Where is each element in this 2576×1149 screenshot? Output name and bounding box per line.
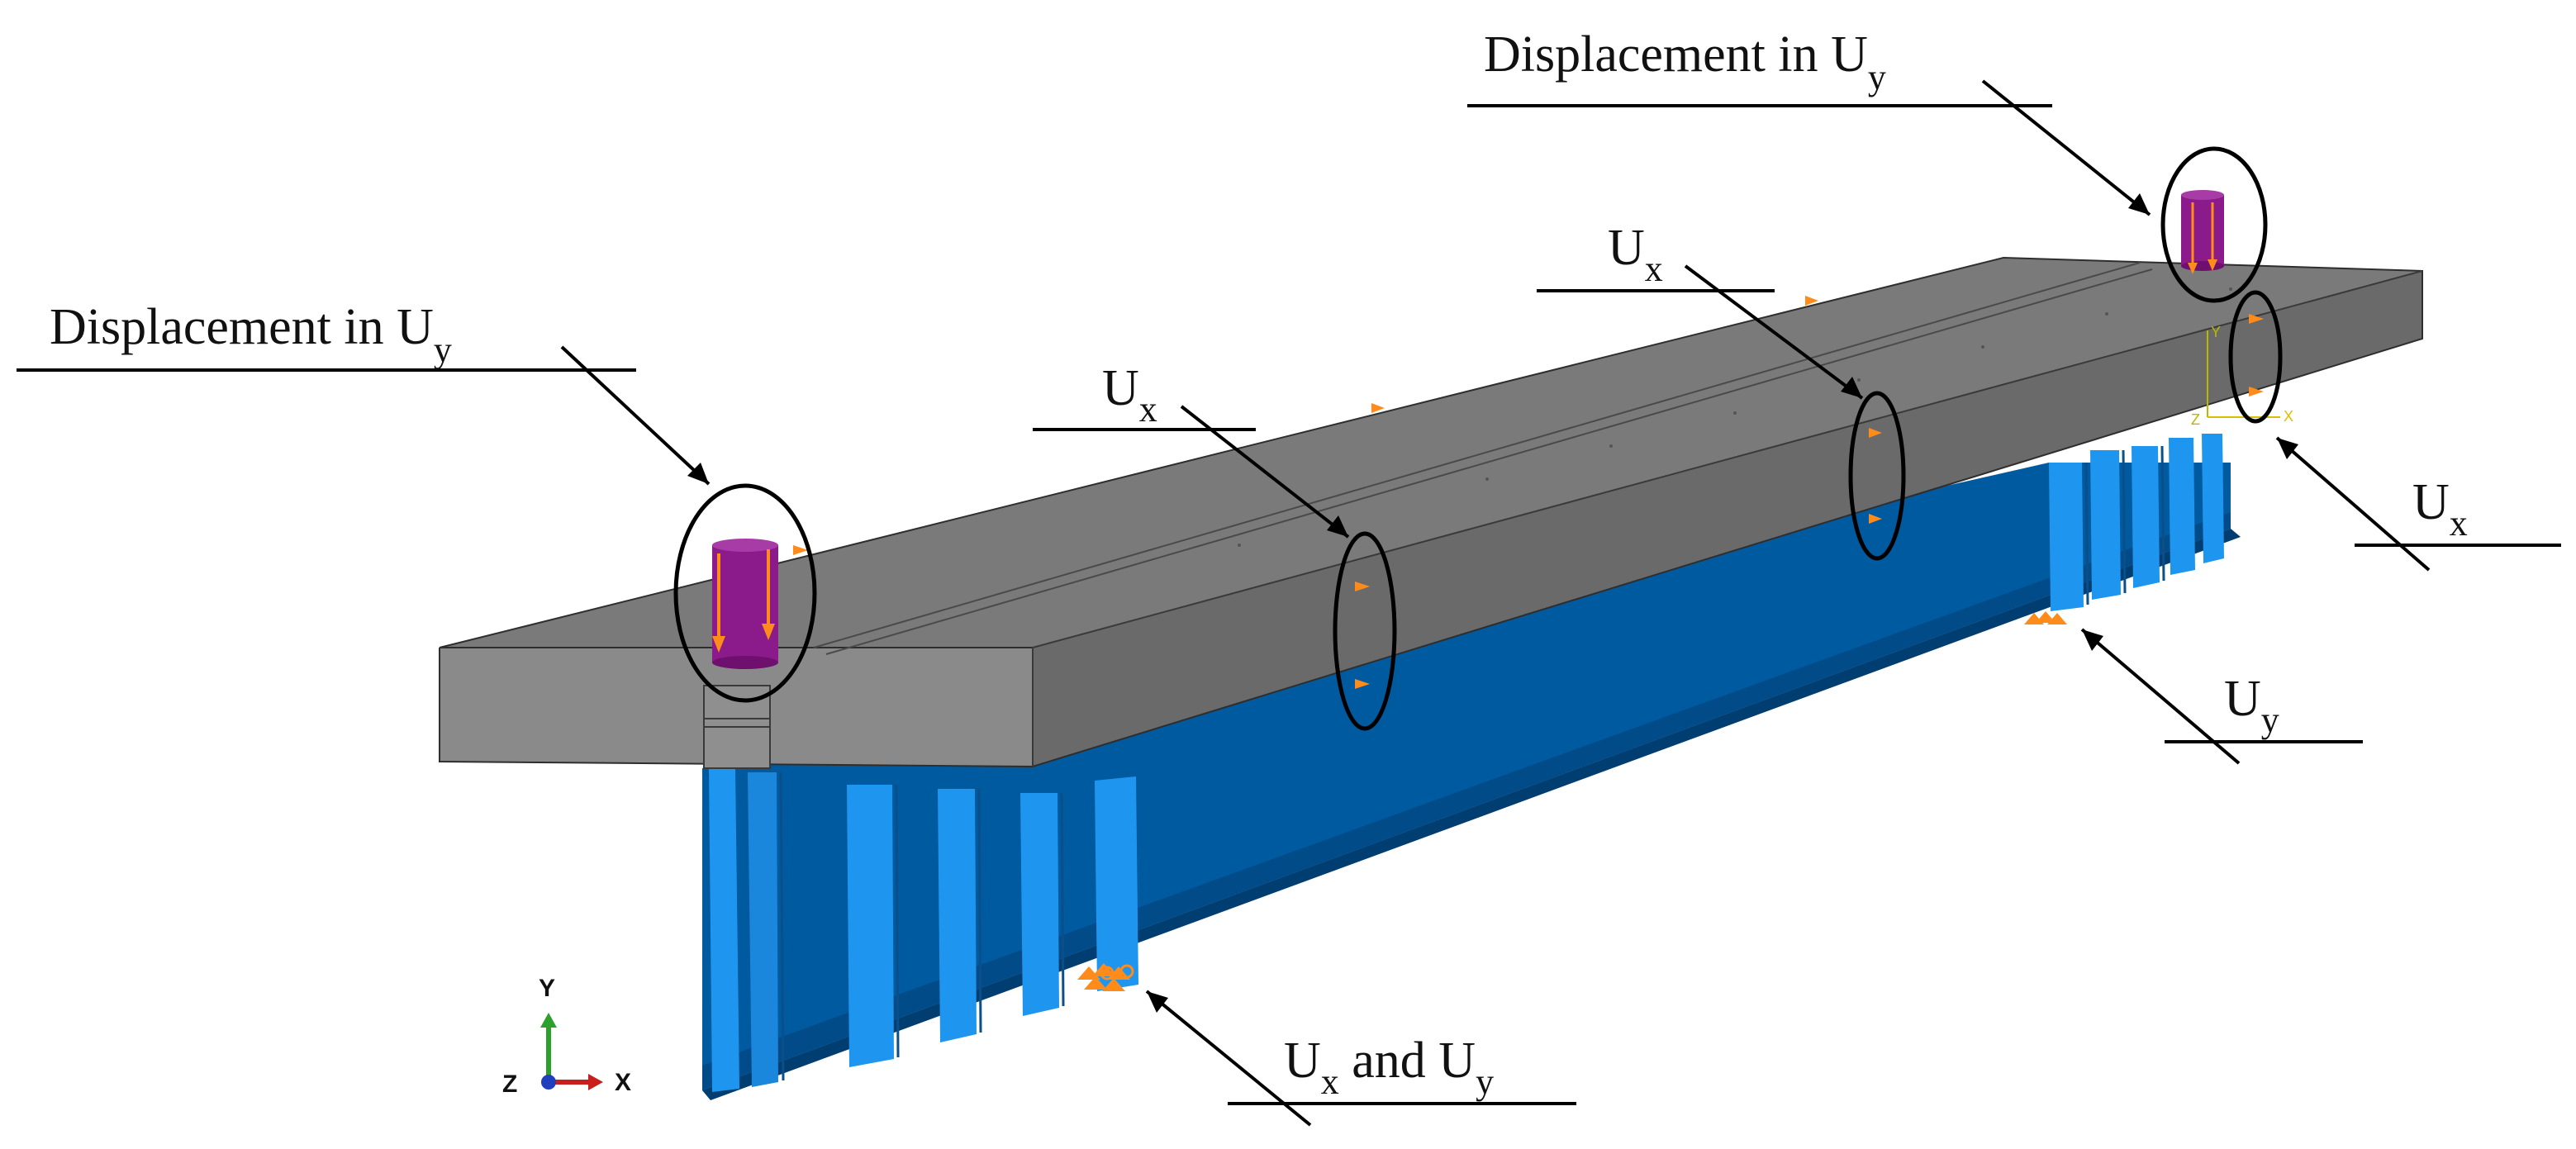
label-ux-midspan-left: Ux — [1102, 360, 1157, 430]
stiffener-edge — [1060, 792, 1065, 1007]
bc-cluster-left-support — [1077, 963, 1134, 991]
slab-mesh-dots — [1238, 287, 2232, 547]
slab-groove — [813, 262, 2141, 648]
label-displacement-left: Displacement in Uy — [50, 299, 452, 370]
annotation-ellipses — [673, 146, 2283, 731]
slab-groove — [825, 268, 2153, 655]
triad-z-label: Z — [502, 1071, 517, 1098]
steel-girder — [702, 434, 2241, 1100]
slab-front-face — [1033, 271, 2422, 767]
circle-right-load — [2160, 146, 2268, 303]
annotation-labels: Displacement in Uy Displacement in Uy Ux… — [50, 26, 2468, 1102]
left-stiffeners — [709, 768, 1138, 1092]
stiffener-edge — [895, 784, 900, 1058]
stiffener — [709, 768, 739, 1092]
left-load-plate — [712, 539, 778, 669]
bc-marker — [1869, 514, 1882, 524]
right-stiffeners — [2049, 434, 2224, 611]
stiffener — [2049, 463, 2084, 611]
leader-lines — [17, 79, 2561, 1127]
circle-midspan-left — [1333, 531, 1397, 731]
end-triad-z: Z — [2191, 411, 2200, 428]
stiffener — [748, 772, 778, 1087]
stiffener — [2169, 438, 2195, 575]
stiffener-edge — [779, 772, 785, 1081]
stiffener-edge — [2160, 445, 2165, 582]
web-lower-band — [702, 512, 2231, 1090]
circle-left-load — [673, 483, 817, 703]
coordinate-triad: Y X Z — [502, 975, 631, 1098]
slab-top — [440, 258, 2422, 648]
stiffener — [2132, 446, 2160, 588]
bc-marker — [1355, 582, 1370, 591]
stiffener-edge — [2084, 462, 2089, 605]
stiffener-edge — [977, 788, 982, 1033]
label-ux-and-uy-support: Ux and Uy — [1284, 1033, 1494, 1102]
label-ux-end: Ux — [2412, 474, 2468, 544]
bc-markers — [793, 296, 2264, 991]
end-triad-y: Y — [2211, 324, 2221, 340]
circle-midspan-right — [1848, 391, 1906, 561]
stiffener-edge — [2122, 449, 2127, 594]
slab-edges — [439, 256, 2423, 768]
bc-cluster-right-support — [2024, 611, 2067, 624]
end-triad: Y X Z — [2191, 324, 2293, 428]
bottom-flange — [702, 529, 2241, 1100]
bc-marker — [1371, 403, 1385, 413]
bc-marker — [2249, 387, 2264, 396]
stiffener — [2090, 450, 2121, 600]
circle-right-end — [2228, 290, 2283, 424]
label-ux-midspan-right: Ux — [1608, 220, 1663, 289]
stiffener — [938, 789, 977, 1042]
bc-marker — [1355, 679, 1370, 689]
label-displacement-right: Displacement in Uy — [1484, 26, 1886, 97]
slab-edge — [1032, 270, 2423, 648]
arrowheads — [687, 193, 2298, 1013]
bc-marker — [2249, 314, 2264, 324]
triad-x-label: X — [615, 1069, 631, 1096]
bc-marker — [793, 545, 808, 555]
triad-y-label: Y — [539, 975, 555, 1002]
end-triad-x: X — [2284, 408, 2293, 425]
label-uy-support: Uy — [2224, 671, 2279, 740]
bc-marker — [1805, 296, 1818, 306]
stiffener — [847, 785, 894, 1067]
right-load-plate — [2181, 190, 2224, 274]
stiffener — [2202, 434, 2224, 563]
bc-marker — [1869, 428, 1882, 438]
stiffener — [1095, 776, 1138, 991]
stiffener — [1020, 793, 1059, 1016]
concrete-slab — [439, 256, 2423, 769]
